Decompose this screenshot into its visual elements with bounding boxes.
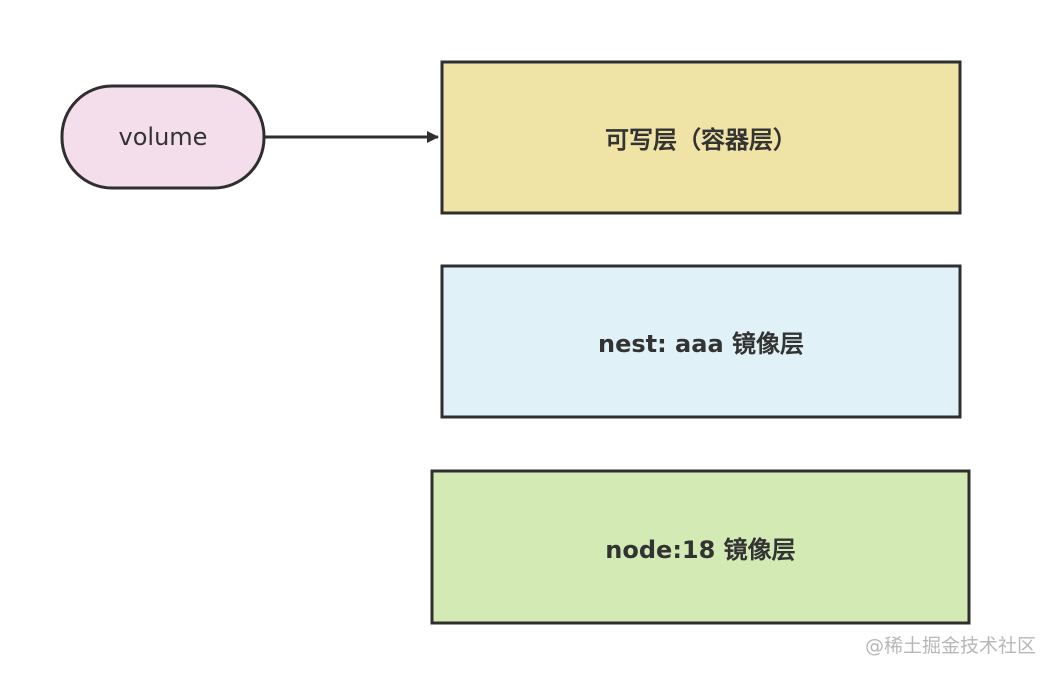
watermark: @稀土掘金技术社区 (864, 635, 1036, 657)
volume-node (60, 84, 266, 190)
writable-layer-box (440, 60, 962, 215)
node-image-layer-box (430, 469, 971, 625)
nest-image-layer-box (440, 264, 962, 419)
